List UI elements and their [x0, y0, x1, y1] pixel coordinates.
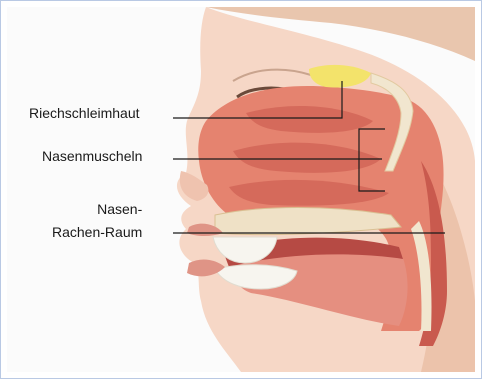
label-rachen-line2: Rachen-Raum — [52, 221, 142, 244]
label-nasen-rachen-raum: Nasen- Rachen-Raum — [52, 198, 142, 244]
label-riechschleimhaut: Riechschleimhaut — [29, 105, 140, 121]
label-nasenmuscheln: Nasenmuscheln — [42, 148, 142, 164]
label-rachen-line1: Nasen- — [52, 198, 142, 221]
